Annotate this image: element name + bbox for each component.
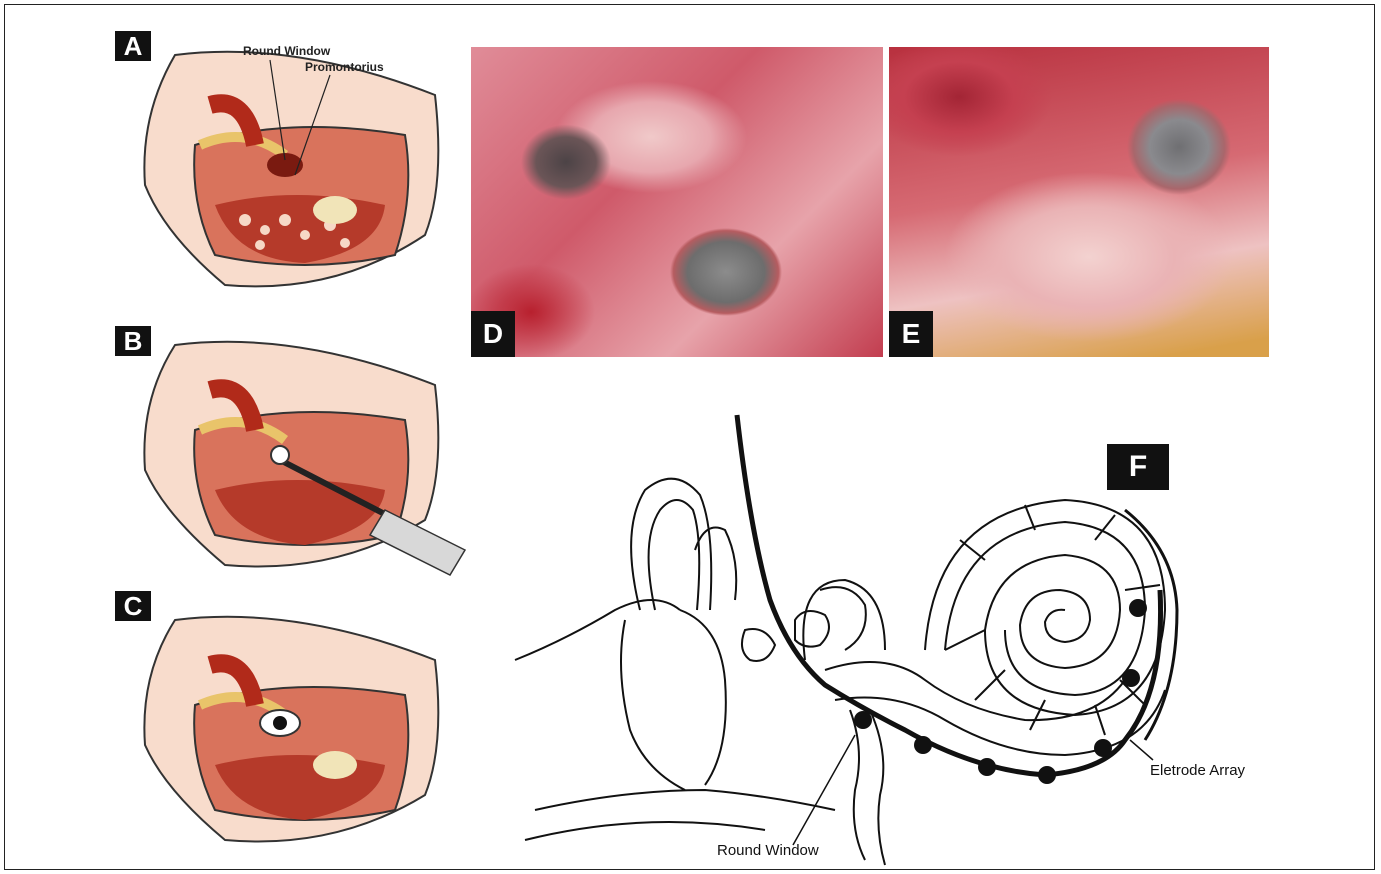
round-window-label-a: Round Window	[243, 44, 331, 58]
panel-d-photo	[471, 47, 883, 357]
panel-b-illustration	[135, 330, 470, 580]
panel-a-label: A	[115, 31, 151, 61]
panel-d-label: D	[471, 311, 515, 357]
promontorius-label-a: Promontorius	[305, 60, 384, 74]
panel-e-label: E	[889, 311, 933, 357]
panel-b-label: B	[115, 326, 151, 356]
round-window-label-f: Round Window	[717, 842, 819, 859]
panel-c-illustration	[135, 605, 455, 855]
figure-frame: Round Window Promontorius A B C D E	[4, 4, 1375, 870]
panel-e-photo	[889, 47, 1269, 357]
panel-c-label: C	[115, 591, 151, 621]
electrode-array-label: Eletrode Array	[1150, 762, 1246, 779]
panel-f-label: F	[1107, 444, 1169, 490]
panel-a-illustration: Round Window Promontorius	[135, 35, 455, 305]
